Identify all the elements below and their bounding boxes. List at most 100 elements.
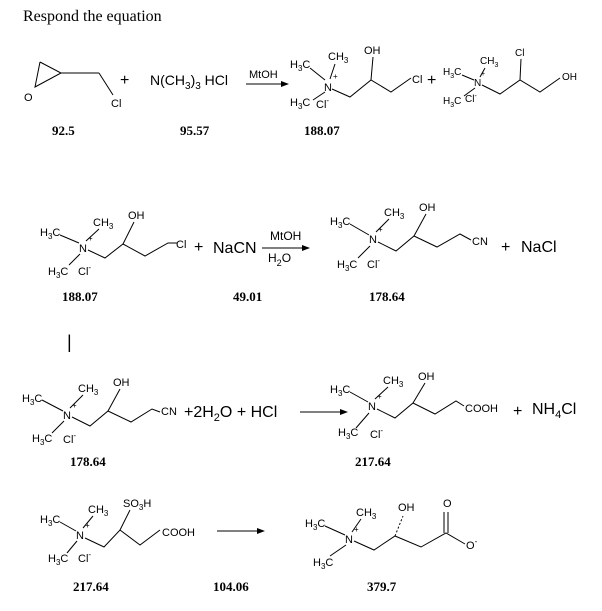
reaction-arrow (300, 409, 348, 415)
chain-bond (98, 72, 114, 96)
chain-bonds (353, 532, 466, 551)
reaction-arrow (262, 245, 310, 251)
bond-line (349, 223, 370, 236)
chloride-label: Cl- (367, 256, 380, 271)
methyl-label: CH3 (88, 504, 109, 518)
bond-line (66, 540, 78, 554)
bond-line (68, 253, 81, 266)
bond-line (351, 518, 362, 533)
bond-line (51, 420, 65, 434)
nitrile-label: CN (472, 236, 488, 248)
bond-line (519, 58, 522, 81)
methyl-label: CH3 (328, 51, 349, 65)
chloride-label: Cl- (78, 263, 91, 278)
bond-line (413, 213, 427, 237)
bond-line (122, 221, 135, 245)
epichlorohydrin-structure: O Cl (24, 61, 121, 110)
bond-line (59, 521, 77, 532)
bond-line (329, 544, 347, 557)
bond-line (463, 87, 476, 97)
bond-line (329, 63, 336, 80)
methyl-label: H3C (338, 427, 358, 441)
methyl-label: H3C (290, 59, 310, 73)
nitrogen-label: N (345, 534, 353, 546)
chain-bonds (87, 242, 177, 259)
methyl-label: H3C (32, 433, 52, 447)
methyl-label: H3C (40, 227, 60, 241)
bond-line (69, 394, 84, 409)
bond-line (461, 74, 475, 81)
hydroxyl-label: OH (398, 502, 415, 514)
page-title: Respond the equation (23, 8, 162, 25)
molecular-weight: 178.64 (369, 289, 405, 304)
reaction-arrow (246, 81, 289, 87)
carboxyl-label: COOH (465, 403, 498, 415)
bond-line (119, 509, 131, 531)
molecular-weight: 49.01 (233, 289, 262, 304)
chloride-label: Cl- (78, 550, 91, 565)
hydroxyl-label: OH (128, 210, 145, 222)
bond-line (324, 525, 346, 536)
methyl-label: CH3 (383, 375, 404, 389)
nitrogen-label: N (63, 410, 71, 422)
methyl-label: H3C (40, 514, 60, 528)
positive-charge: + (333, 72, 338, 81)
molecular-weight: 92.5 (52, 123, 75, 138)
chain-bonds (331, 77, 412, 98)
positive-charge: + (72, 401, 77, 410)
chain-bonds (84, 529, 161, 548)
bond-line (375, 218, 390, 233)
bond-line (82, 515, 94, 529)
methyl-label: H3C (443, 96, 461, 109)
carboxyl-label: COOH (162, 527, 195, 539)
plus-sign: + (513, 403, 522, 420)
bond-line (85, 228, 100, 242)
oxygen-label: O (24, 92, 33, 104)
reaction-arrow (217, 528, 265, 534)
epoxide-ring-bonds (34, 61, 63, 88)
bond-line (312, 91, 326, 101)
positive-charge: + (88, 234, 93, 243)
molecular-weight: 188.07 (304, 123, 340, 138)
methyl-label: H3C (330, 384, 350, 398)
chain-bonds (377, 233, 472, 252)
carbonyl-oxygen-label: O (443, 498, 452, 510)
molecular-weight: 217.64 (355, 454, 391, 469)
methyl-label: CH3 (78, 383, 99, 397)
bond-line (479, 67, 486, 78)
positive-charge: + (354, 525, 359, 534)
positive-charge: + (85, 521, 90, 530)
chain-bonds (481, 77, 561, 95)
cyanohydroxypropyl-ammonium-structure: H3C CH3 OH N + H3C Cl- CN (330, 202, 488, 273)
hashed-wedge-bond (394, 515, 404, 537)
nitrogen-label: N (79, 243, 87, 255)
methyl-label: H3C (290, 97, 310, 111)
nitrogen-label: N (369, 234, 377, 246)
reagent-label: NaCN (213, 240, 257, 257)
trimethylamine-hcl-label: N(CH3)3 HCl (150, 72, 228, 92)
condition-label: MtOH (249, 69, 278, 81)
positive-charge: + (378, 225, 383, 234)
molecular-weight: 188.07 (62, 289, 98, 304)
hydroxyl-label: OH (364, 45, 381, 57)
methyl-label: H3C (48, 266, 68, 280)
methyl-label: H3C (305, 518, 325, 532)
chain-bonds (376, 400, 465, 419)
chlorohydroxypropyl-ammonium-structure: H3C CH3 OH N + H3C Cl- Cl (290, 45, 422, 111)
positive-charge: + (377, 392, 382, 401)
carnitine-structure: H3C CH3 OH N + H3C O O- (305, 498, 478, 571)
bond-line (309, 67, 326, 81)
byproduct-label: NaCl (521, 239, 557, 256)
bond-line (412, 382, 426, 404)
methyl-label: H3C (22, 393, 42, 407)
chlorine-label: Cl (176, 239, 186, 251)
molecular-weight: 379.7 (367, 579, 397, 594)
byproduct-label: NH4Cl (532, 401, 576, 421)
sulfonic-acid-label: SO3H (123, 498, 151, 512)
chloride-label: Cl- (465, 93, 477, 105)
hydroxy-chloro-isomer-structure: H3C CH3 Cl N + H3C Cl- OH (443, 48, 577, 109)
plus-sign: + (501, 239, 510, 256)
molecular-weight: 95.57 (180, 123, 210, 138)
methyl-label: CH3 (384, 207, 405, 221)
chain-bonds (71, 408, 161, 427)
